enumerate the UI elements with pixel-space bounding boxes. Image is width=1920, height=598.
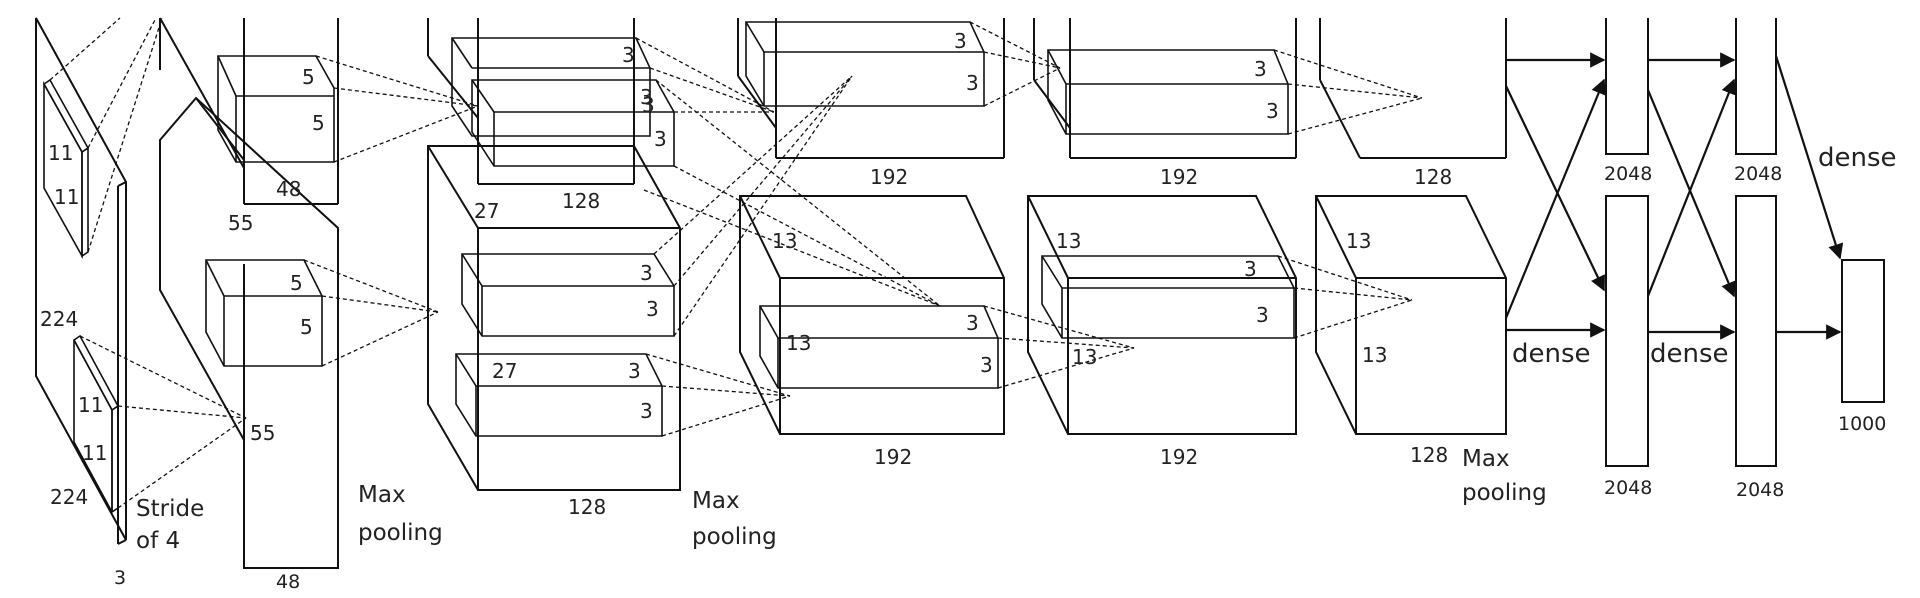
- conv2-k8-label: 3: [640, 399, 653, 423]
- conv4-k2-label: 3: [1266, 99, 1279, 123]
- input-kernel2-w-label: 11: [82, 441, 107, 465]
- conv4-size-inner-label: 13: [1072, 345, 1097, 369]
- conv2-size-bottom-label: 27: [492, 359, 517, 383]
- fc7-top-size-label: 2048: [1734, 163, 1782, 185]
- conv1-dashes: [303, 55, 479, 367]
- conv1-kernel-d-label: 5: [300, 315, 313, 339]
- conv3-dashes: [969, 21, 1135, 389]
- fc6-bottom-size-label: 2048: [1604, 477, 1652, 499]
- conv3-kernels: [745, 21, 999, 389]
- fc7-bottom-size-label: 2048: [1736, 479, 1784, 501]
- conv4-k1-label: 3: [1254, 57, 1267, 81]
- dense-label-2: dense: [1650, 339, 1729, 369]
- conv3-depth-bottom-label: 192: [874, 445, 912, 469]
- conv3-k2-label: 3: [966, 71, 979, 95]
- conv5-size-label: 13: [1346, 229, 1371, 253]
- conv5-bottom-volume: [1315, 195, 1507, 435]
- conv2-dashes: [635, 37, 941, 437]
- output-size-label: 1000: [1838, 413, 1886, 435]
- conv3-size-label: 13: [772, 229, 797, 253]
- fc7-bottom-layer: [1735, 195, 1777, 467]
- dense-label-3: dense: [1818, 143, 1897, 173]
- conv2-k5-label: 3: [640, 261, 653, 285]
- conv1-pool-label-line1: Max: [358, 482, 406, 508]
- input-kernel-w-label: 11: [54, 185, 79, 209]
- conv4-depth-bottom-label: 192: [1160, 445, 1198, 469]
- conv2-bottom-volume: [427, 145, 681, 491]
- stride-label-line2: of 4: [136, 528, 180, 554]
- conv2-k7-label: 3: [628, 359, 641, 383]
- conv1-size-label: 55: [228, 211, 253, 235]
- conv1-size2-label: 55: [250, 421, 275, 445]
- conv1-pool-label-line2: pooling: [358, 520, 443, 546]
- input-width-label: 224: [50, 485, 88, 509]
- dense-connections: [1504, 52, 1844, 340]
- conv3-k3-label: 3: [966, 311, 979, 335]
- input-kernel-top: [42, 78, 90, 260]
- input-dashes: [49, 17, 247, 509]
- conv1-depth-bottom-label: 48: [276, 571, 300, 593]
- stride-label-line1: Stride: [136, 496, 204, 522]
- fc6-bottom-layer: [1605, 195, 1649, 467]
- conv3-k4-label: 3: [980, 353, 993, 377]
- conv5-pool-label-line2: pooling: [1462, 480, 1547, 506]
- conv4-depth-top-label: 192: [1160, 165, 1198, 189]
- conv1-depth-top-label: 48: [276, 177, 301, 201]
- output-layer: [1841, 259, 1885, 403]
- conv3-size-inner-label: 13: [786, 331, 811, 355]
- conv2-k3-label: 3: [642, 93, 655, 117]
- input-height-label: 224: [40, 307, 78, 331]
- conv2-pool-label-line2: pooling: [692, 524, 777, 550]
- conv4-k3-label: 3: [1244, 257, 1257, 281]
- conv2-kernels: [451, 37, 675, 437]
- conv2-depth-top-label: 128: [562, 189, 600, 213]
- fc7-top-layer: [1735, 18, 1777, 155]
- conv2-k4-label: 3: [654, 127, 667, 151]
- conv1-kernel-a-label: 5: [302, 65, 315, 89]
- conv1-kernel-b-label: 5: [312, 111, 325, 135]
- conv2-k1-label: 3: [622, 43, 635, 67]
- input-depth-label: 3: [114, 567, 126, 589]
- conv4-kernels: [1041, 49, 1295, 339]
- conv2-pool-label-line1: Max: [692, 488, 740, 514]
- input-kernel-h-label: 11: [48, 141, 73, 165]
- conv5-size2-label: 13: [1362, 343, 1387, 367]
- conv1-kernel-top: [217, 55, 335, 163]
- conv4-top-volume: [1033, 18, 1297, 159]
- conv2-size-top-label: 27: [474, 199, 499, 223]
- conv4-dashes: [1273, 49, 1423, 339]
- conv2-depth-bottom-label: 128: [568, 495, 606, 519]
- conv5-pool-label-line1: Max: [1462, 446, 1510, 472]
- conv1-kernel-c-label: 5: [290, 271, 303, 295]
- conv5-depth-bottom-label: 128: [1410, 443, 1448, 467]
- conv2-k2-label: 3: [640, 85, 653, 109]
- fc6-top-size-label: 2048: [1604, 163, 1652, 185]
- conv1-kernel-bottom: [205, 259, 323, 367]
- conv4-size-label: 13: [1056, 229, 1081, 253]
- fc6-top-layer: [1605, 18, 1649, 155]
- conv5-depth-top-label: 128: [1414, 165, 1452, 189]
- conv4-bottom-volume: [1027, 195, 1297, 435]
- conv3-depth-top-label: 192: [870, 165, 908, 189]
- conv5-top-volume: [1319, 18, 1507, 159]
- conv3-top-volume: [737, 18, 1005, 159]
- input-kernel2-h-label: 11: [78, 393, 103, 417]
- conv2-top-volume: [427, 18, 635, 185]
- conv3-k1-label: 3: [954, 29, 967, 53]
- conv3-bottom-volume: [739, 195, 1005, 435]
- conv4-k4-label: 3: [1256, 303, 1269, 327]
- conv2-k6-label: 3: [646, 297, 659, 321]
- dense-label-1: dense: [1512, 339, 1591, 369]
